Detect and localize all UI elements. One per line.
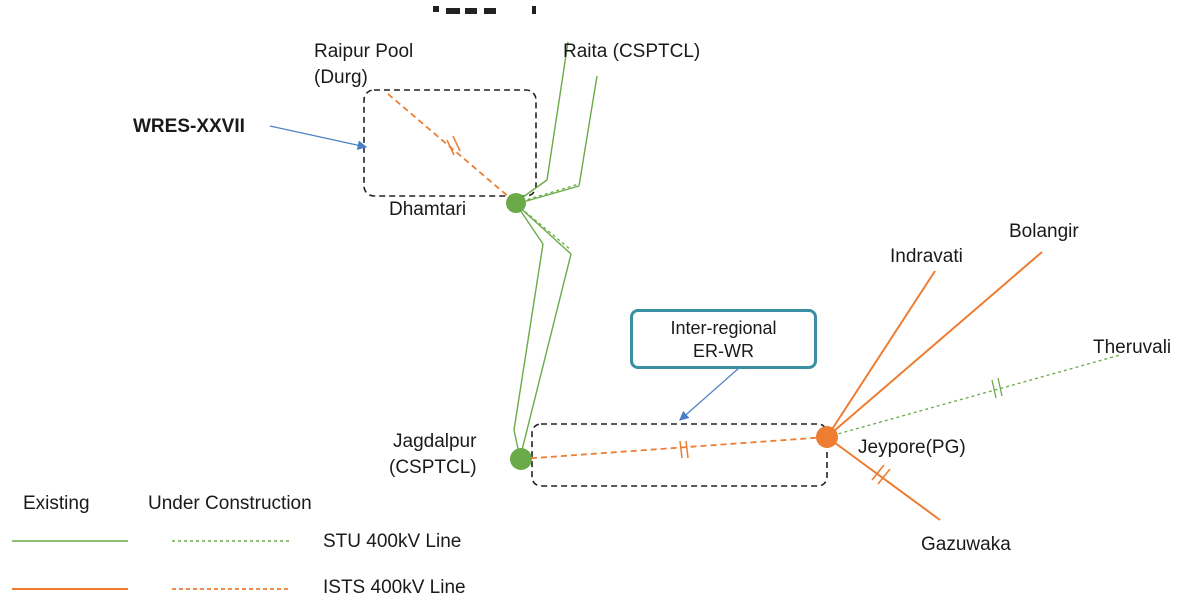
legend-existing-header: Existing <box>23 493 90 514</box>
jeypore-node <box>816 426 838 448</box>
wres-region-box <box>363 89 537 197</box>
jeypore-gazuwaka-line <box>826 436 941 521</box>
raita-dhamtari-line-2-tail <box>515 185 580 205</box>
theruvali-label: Theruvali <box>1093 337 1172 358</box>
legend-stu-label: STU 400kV Line <box>323 531 462 552</box>
inter-regional-region-box <box>531 423 828 487</box>
legend-under-construction-header: Under Construction <box>148 493 312 514</box>
dhamtari-jagdalpur-line-2b <box>519 253 572 459</box>
callout-subtitle: ER-WR <box>693 341 754 361</box>
stu-under-construction-lines <box>515 183 1121 438</box>
raipur-pool-sublabel: (Durg) <box>314 67 368 88</box>
legend-ists-label: ISTS 400kV Line <box>323 577 466 598</box>
ists-existing-lines <box>826 251 1043 521</box>
wres-label: WRES-XXVII <box>133 116 245 137</box>
inter-regional-callout: Inter-regional ER-WR <box>630 309 817 369</box>
jagdalpur-jeypore-uc-line <box>520 436 828 460</box>
callout-arrow <box>679 367 740 421</box>
legend-lines <box>12 540 290 590</box>
jagdalpur-label: Jagdalpur <box>393 431 477 452</box>
bolangir-label: Bolangir <box>1009 221 1079 242</box>
jeypore-bolangir-line <box>826 251 1043 438</box>
wres-arrow <box>269 125 368 150</box>
dhamtari-jagdalpur-line-1b <box>513 243 544 431</box>
jagdalpur-sublabel: (CSPTCL) <box>389 457 477 478</box>
gazuwaka-crossing-mark <box>871 464 891 485</box>
ists-under-construction-lines <box>387 93 828 460</box>
jeypore-indravati-line <box>826 270 936 438</box>
gazuwaka-label: Gazuwaka <box>921 534 1011 555</box>
raita-label: Raita (CSPTCL) <box>563 41 701 62</box>
dhamtari-node <box>506 193 526 213</box>
stu-existing-lines <box>513 41 598 459</box>
callout-title: Inter-regional <box>670 318 777 338</box>
jeypore-theruvali-uc-line <box>826 354 1121 438</box>
theruvali-crossing-mark <box>991 377 1003 399</box>
dhamtari-jagdalpur-line-2 <box>515 203 572 255</box>
raipur-dhamtari-uc-line <box>387 93 517 204</box>
dhamtari-raita-uc-line <box>515 183 580 204</box>
jeypore-label: Jeypore(PG) <box>858 437 966 458</box>
indravati-label: Indravati <box>890 246 963 267</box>
header-fragment-marks <box>433 6 536 14</box>
dhamtari-label: Dhamtari <box>389 199 467 220</box>
raita-dhamtari-line-2 <box>578 75 598 187</box>
ists-crossing-marks <box>446 135 689 459</box>
raipur-pool-label: Raipur Pool <box>314 41 414 62</box>
raita-dhamtari-line-1 <box>546 41 569 181</box>
jagdalpur-node <box>510 448 532 470</box>
